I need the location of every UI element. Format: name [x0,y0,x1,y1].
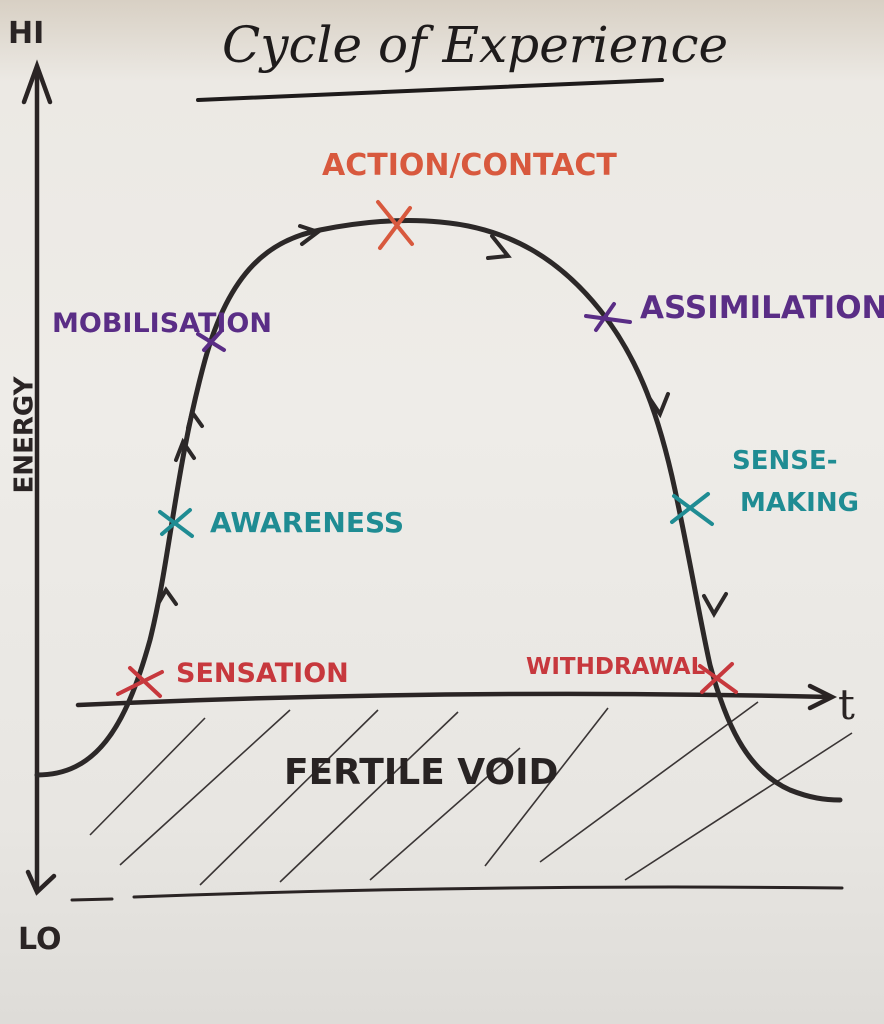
direction-arrows [156,224,728,618]
axis-high-label: HI [8,16,45,51]
action-contact-marker [376,200,414,250]
stage-assimilation: ASSIMILATION [640,290,884,326]
sensation-marker [116,666,164,698]
axis-low-label: LO [18,922,62,957]
energy-axis-label: ENERGY [9,376,40,494]
stage-mobilisation: MOBILISATION [52,308,272,339]
awareness-marker [158,508,194,538]
stage-sense-making-line1: SENSE- [732,446,838,476]
void-baseline [70,885,844,902]
energy-axis [21,59,57,896]
title-underline [196,78,664,102]
fertile-void-label: FERTILE VOID [284,752,559,793]
stage-action-contact: ACTION/CONTACT [322,148,617,183]
stage-sensation: SENSATION [176,658,349,689]
stage-sense-making-line2: MAKING [740,488,859,518]
stage-awareness: AWARENESS [210,506,405,539]
time-axis-label: t [838,680,855,729]
withdrawal-marker [698,662,738,694]
diagram-title: Cycle of Experience [222,16,729,74]
mobilisation-marker [196,328,226,352]
assimilation-marker [584,302,632,332]
fertile-void-hatching [89,701,853,886]
sense-making-marker [670,492,714,526]
stage-withdrawal: WITHDRAWAL [526,654,706,680]
